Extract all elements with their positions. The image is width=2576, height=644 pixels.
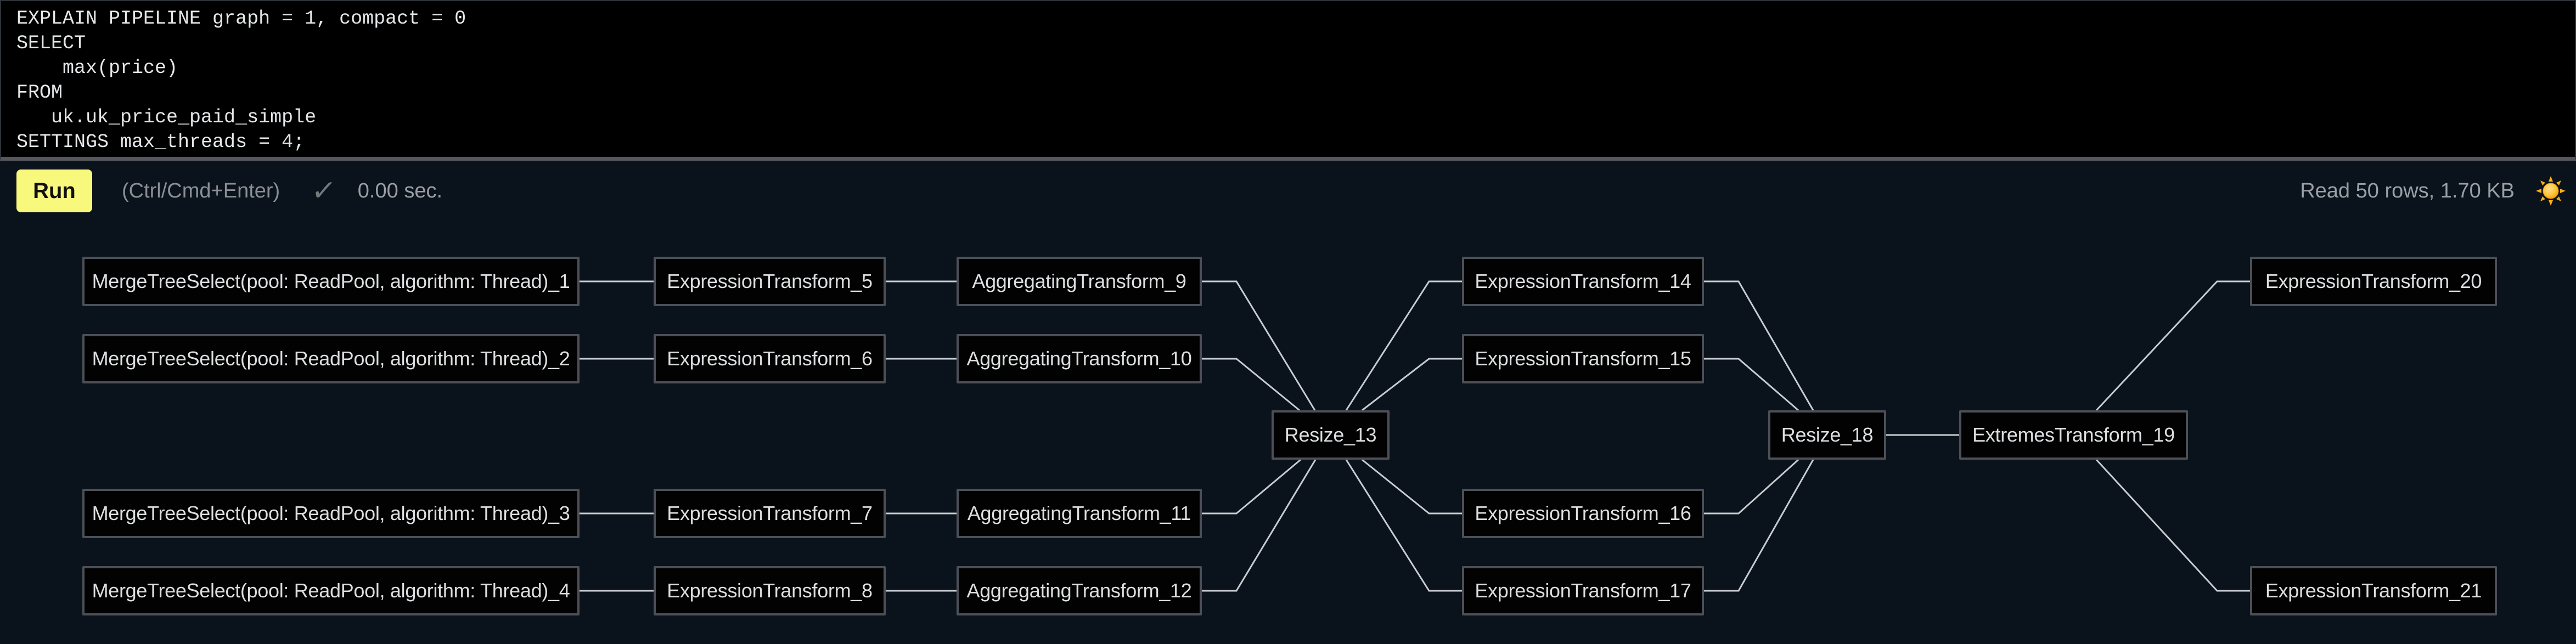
pipeline-node: ExpressionTransform_15 xyxy=(1462,334,1704,383)
pipeline-edge xyxy=(1704,358,1799,411)
pipeline-node-label: ExpressionTransform_5 xyxy=(667,270,873,292)
pipeline-edge xyxy=(1202,358,1300,411)
sql-editor-panel: EXPLAIN PIPELINE graph = 1, compact = 0 … xyxy=(0,0,2576,161)
pipeline-edge xyxy=(1362,459,1462,515)
pipeline-node: ExpressionTransform_6 xyxy=(654,334,886,383)
pipeline-node-label: ExpressionTransform_7 xyxy=(667,502,873,524)
pipeline-node: MergeTreeSelect(pool: ReadPool, algorith… xyxy=(82,566,580,615)
pipeline-node: AggregatingTransform_9 xyxy=(957,257,1202,306)
pipeline-node-label: MergeTreeSelect(pool: ReadPool, algorith… xyxy=(92,502,570,524)
pipeline-node-label: ExpressionTransform_15 xyxy=(1475,347,1691,370)
pipeline-node-label: ExpressionTransform_8 xyxy=(667,579,873,602)
pipeline-node-label: ExpressionTransform_6 xyxy=(667,347,873,370)
pipeline-edge xyxy=(1202,459,1317,592)
pipeline-node: ExpressionTransform_20 xyxy=(2250,257,2497,306)
elapsed-time: 0.00 sec. xyxy=(357,179,443,202)
pipeline-node-label: AggregatingTransform_9 xyxy=(972,270,1186,292)
pipeline-node: MergeTreeSelect(pool: ReadPool, algorith… xyxy=(82,489,580,538)
pipeline-edge xyxy=(1345,459,1462,592)
pipeline-edge xyxy=(1202,459,1301,515)
pipeline-node: AggregatingTransform_10 xyxy=(957,334,1202,383)
pipeline-node-label: Resize_13 xyxy=(1284,423,1377,446)
pipeline-node-label: MergeTreeSelect(pool: ReadPool, algorith… xyxy=(92,270,570,292)
pipeline-node-label: MergeTreeSelect(pool: ReadPool, algorith… xyxy=(92,579,570,602)
pipeline-edge xyxy=(1362,358,1462,411)
pipeline-node: ExpressionTransform_16 xyxy=(1462,489,1704,538)
pipeline-node-label: Resize_18 xyxy=(1781,423,1874,446)
pipeline-node: Resize_13 xyxy=(1272,410,1390,460)
query-editor[interactable]: EXPLAIN PIPELINE graph = 1, compact = 0 … xyxy=(1,1,2575,157)
pipeline-node: ExpressionTransform_14 xyxy=(1462,257,1704,306)
success-check-icon: ✓ xyxy=(310,175,338,207)
sun-icon xyxy=(2536,176,2566,206)
pipeline-node: ExpressionTransform_17 xyxy=(1462,566,1704,615)
pipeline-edge xyxy=(1704,459,1799,515)
pipeline-edge xyxy=(1202,280,1316,411)
pipeline-node-label: ExtremesTransform_19 xyxy=(1972,423,2175,446)
toolbar: Run (Ctrl/Cmd+Enter) ✓ 0.00 sec. Read 50… xyxy=(0,165,2576,217)
pipeline-node-label: AggregatingTransform_10 xyxy=(966,347,1192,370)
pipeline-node: ExpressionTransform_7 xyxy=(654,489,886,538)
read-stats: Read 50 rows, 1.70 KB xyxy=(2300,179,2515,202)
pipeline-node: ExpressionTransform_5 xyxy=(654,257,886,306)
pipeline-node: MergeTreeSelect(pool: ReadPool, algorith… xyxy=(82,334,580,383)
pipeline-node: ExpressionTransform_21 xyxy=(2250,566,2497,615)
pipeline-node-label: MergeTreeSelect(pool: ReadPool, algorith… xyxy=(92,347,570,370)
pipeline-edge xyxy=(2095,280,2250,411)
pipeline-node-label: AggregatingTransform_11 xyxy=(967,502,1191,524)
pipeline-edge xyxy=(1345,280,1462,411)
pipeline-node: Resize_18 xyxy=(1768,410,1886,460)
pipeline-node-label: ExpressionTransform_17 xyxy=(1475,579,1691,602)
pipeline-node: AggregatingTransform_12 xyxy=(957,566,1202,615)
pipeline-node-label: ExpressionTransform_14 xyxy=(1475,270,1691,292)
pipeline-node: ExtremesTransform_19 xyxy=(1959,410,2188,460)
pipeline-node: ExpressionTransform_8 xyxy=(654,566,886,615)
pipeline-edge xyxy=(2095,459,2250,592)
pipeline-node-label: ExpressionTransform_16 xyxy=(1475,502,1691,524)
theme-toggle[interactable] xyxy=(2535,176,2566,206)
pipeline-edge xyxy=(1704,459,1814,592)
shortcut-hint: (Ctrl/Cmd+Enter) xyxy=(122,179,280,202)
run-button[interactable]: Run xyxy=(16,170,92,212)
pipeline-node-label: AggregatingTransform_12 xyxy=(966,579,1192,602)
pipeline-node-label: ExpressionTransform_21 xyxy=(2265,579,2482,602)
pipeline-node: AggregatingTransform_11 xyxy=(957,489,1202,538)
pipeline-node-label: ExpressionTransform_20 xyxy=(2265,270,2482,292)
pipeline-edge xyxy=(1704,280,1814,411)
pipeline-node: MergeTreeSelect(pool: ReadPool, algorith… xyxy=(82,257,580,306)
